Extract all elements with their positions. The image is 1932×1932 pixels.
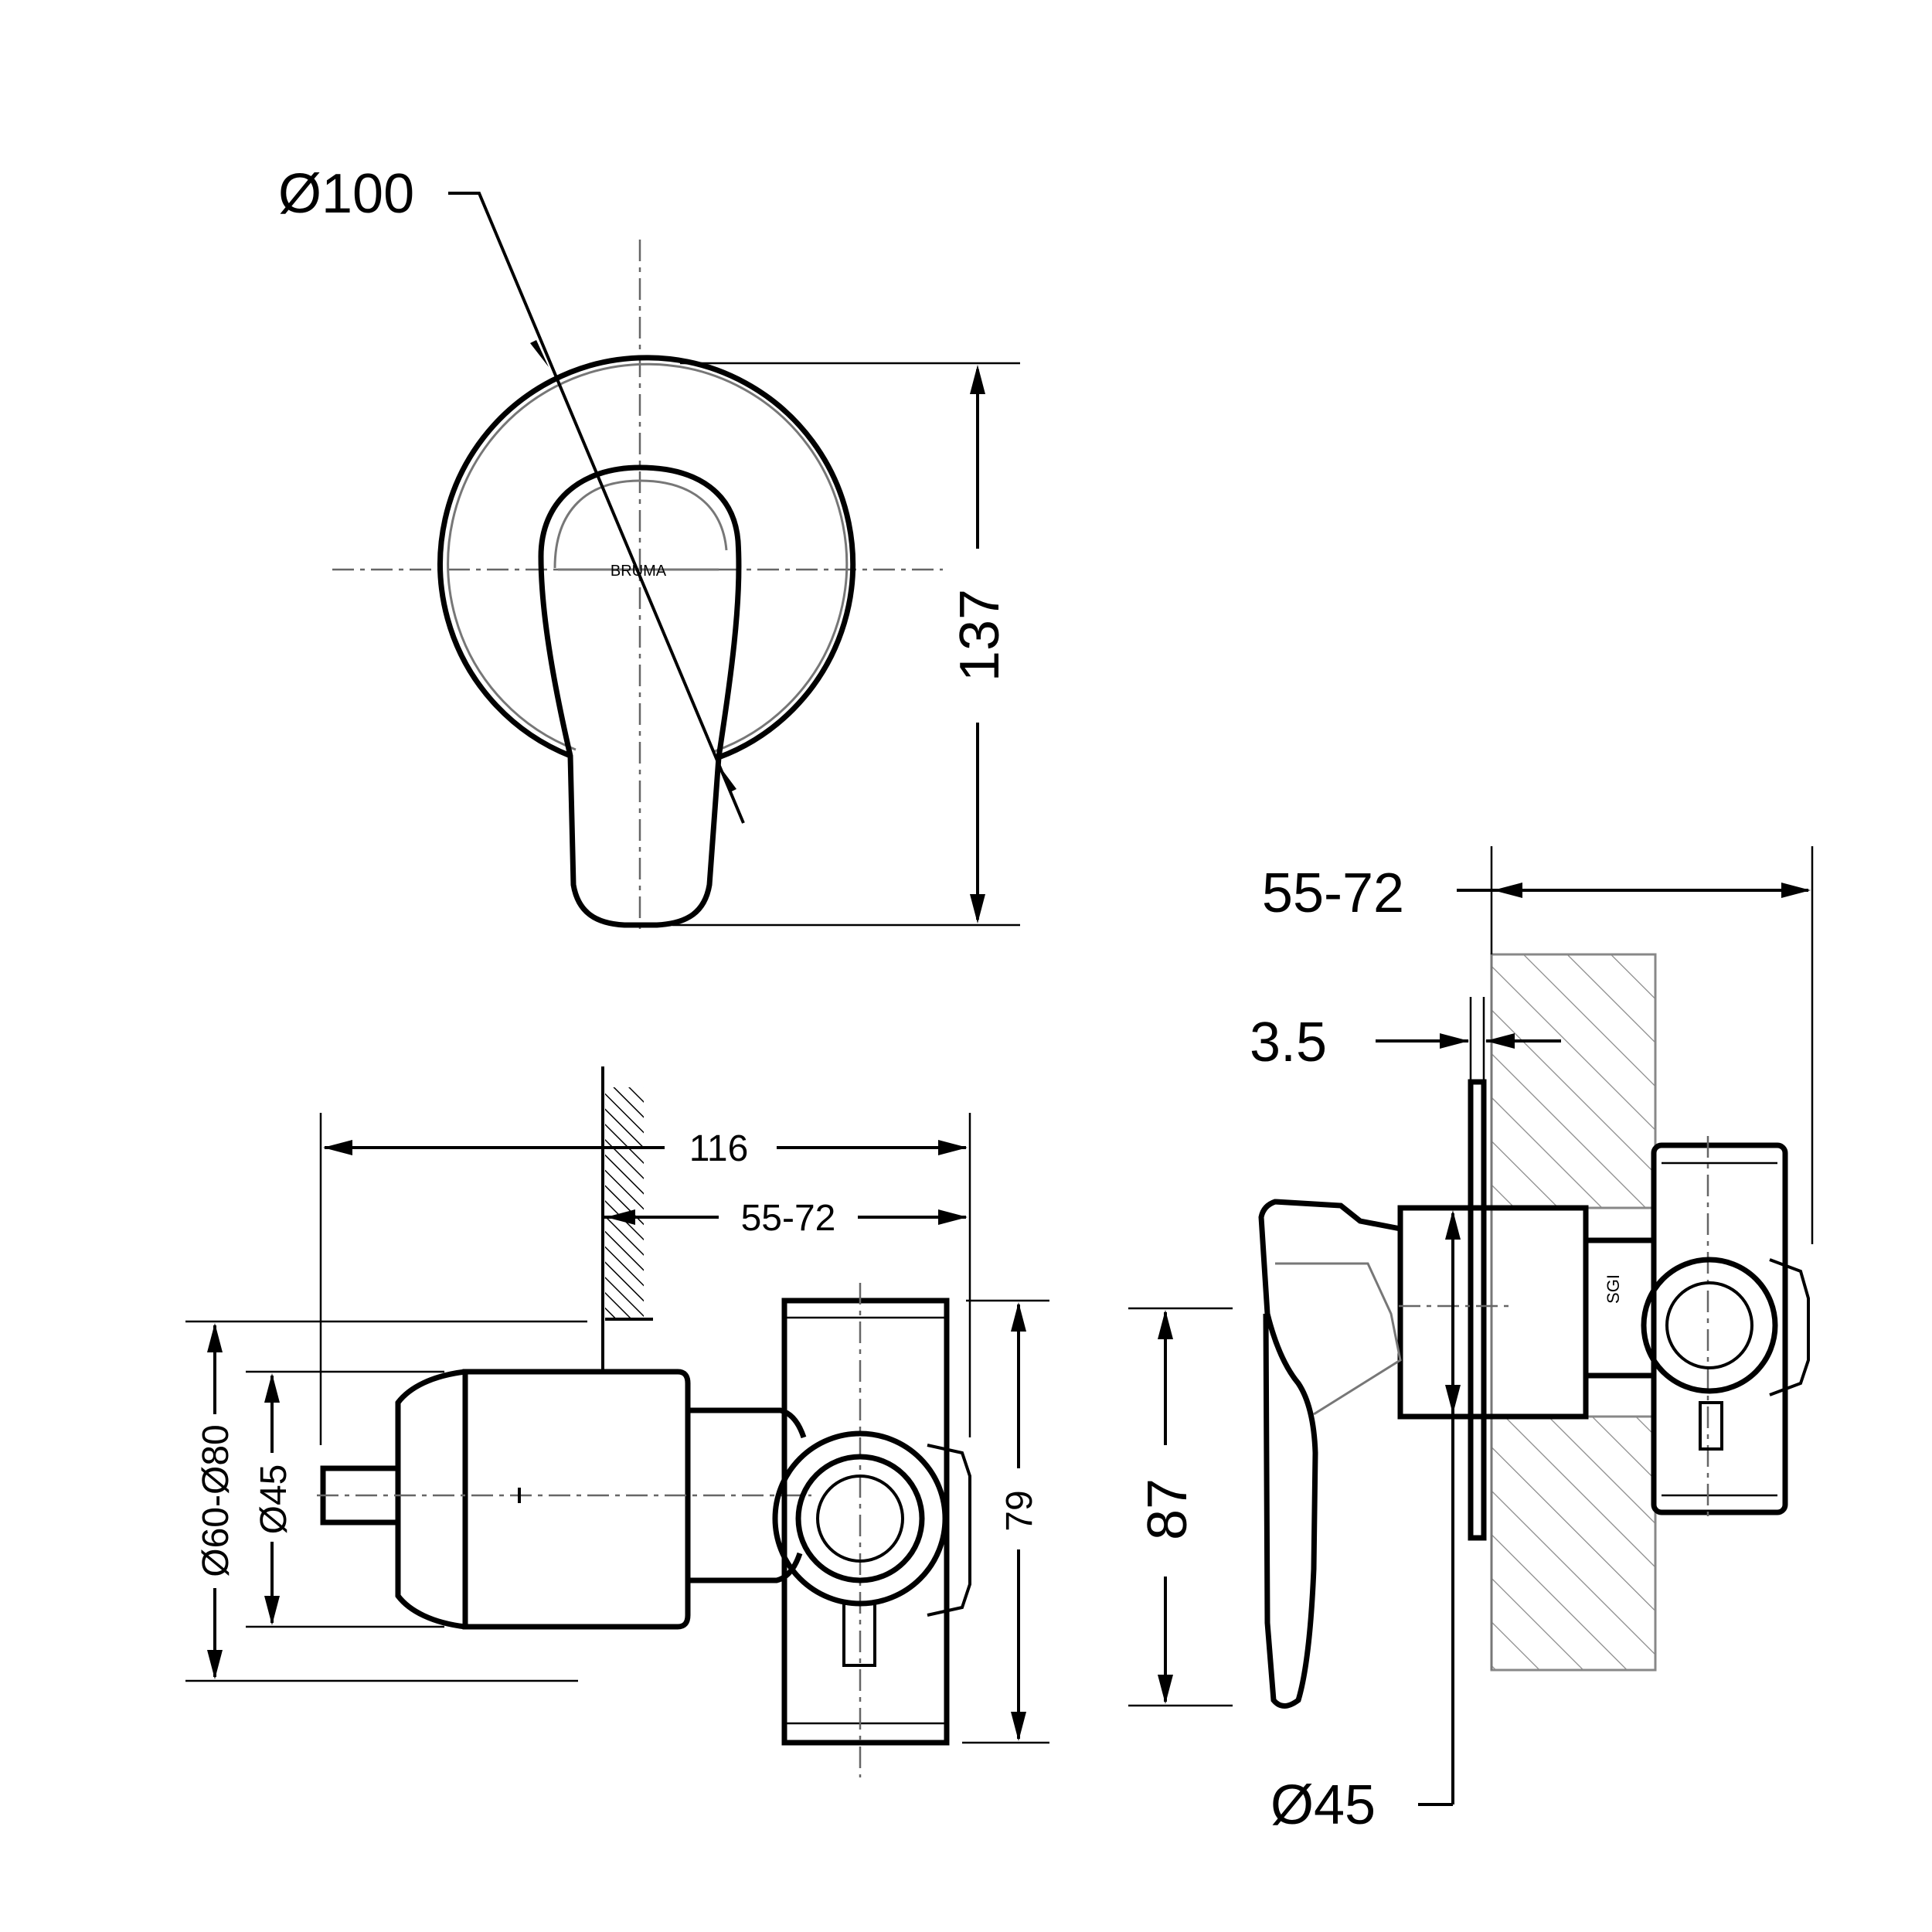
side-neck <box>688 1407 807 1583</box>
diameter-arrow-bottom <box>719 765 736 792</box>
section-plate-arrow-left <box>1440 1033 1469 1049</box>
side-inner-arrow-top <box>264 1373 280 1403</box>
section-outlet-outer <box>1641 1257 1778 1394</box>
side-outlet-inner <box>816 1475 904 1563</box>
side-79-arrow-bottom <box>1011 1712 1026 1741</box>
side-body-height-label: 79 <box>999 1490 1040 1531</box>
side-flange-range-label: Ø60-Ø80 <box>196 1424 236 1577</box>
section-sleeve-arrow-top <box>1445 1210 1461 1240</box>
height-arrow-top <box>970 365 985 394</box>
side-flange-inner-label: Ø45 <box>253 1464 294 1535</box>
side-outlet-nut <box>927 1444 971 1617</box>
section-body-mark: SGI <box>1604 1274 1623 1304</box>
section-escutcheon <box>1468 1079 1487 1541</box>
section-wall-range-label: 55-72 <box>1262 862 1404 924</box>
section-outlet-nut <box>1769 1258 1810 1396</box>
section-sleeve <box>1397 1205 1589 1420</box>
lever-handle <box>538 464 742 928</box>
side-wall-range-label: 55-72 <box>741 1198 836 1239</box>
section-wall-upper <box>1490 953 1657 1209</box>
side-flange-arrow-top <box>207 1323 223 1352</box>
front-height-label: 137 <box>949 589 1011 682</box>
diameter-leader <box>448 192 745 824</box>
side-cap <box>395 1369 466 1630</box>
section-sleeve-diameter-label: Ø45 <box>1270 1774 1376 1836</box>
side-5572-arrow-right <box>938 1209 968 1225</box>
section-handle <box>1258 1199 1401 1709</box>
section-outlet-plug <box>1699 1401 1723 1451</box>
side-outlet-middle <box>795 1454 925 1583</box>
section-valve-body <box>1651 1142 1788 1515</box>
section-plate-thickness-label: 3.5 <box>1250 1012 1327 1073</box>
front-diameter-label: Ø100 <box>278 163 414 225</box>
section-87-arrow-top <box>1158 1310 1173 1339</box>
section-handle-height-label: 87 <box>1137 1478 1199 1540</box>
section-outlet-inner <box>1665 1281 1753 1369</box>
diameter-arrow-top <box>530 340 549 367</box>
section-5572-arrow-right <box>1781 883 1811 898</box>
side-inner-arrow-bottom <box>264 1596 280 1625</box>
side-length-label: 116 <box>689 1128 749 1169</box>
section-sleeve-arrow-bottom <box>1445 1385 1461 1414</box>
escutcheon-plate <box>437 355 856 760</box>
side-flange-arrow-bottom <box>207 1650 223 1679</box>
section-5572-arrow-left <box>1493 883 1522 898</box>
section-handle-inner <box>1275 1262 1402 1416</box>
side-body-cylinder <box>462 1369 691 1630</box>
section-87-arrow-bottom <box>1158 1675 1173 1704</box>
lever-handle-inner-edge <box>553 479 728 569</box>
front-view: BRUMA Ø100 137 <box>278 163 1020 935</box>
side-view: 116 55-72 Ø60-Ø80 Ø45 79 <box>185 1066 1049 1777</box>
escutcheon-inner-edge <box>447 362 849 753</box>
side-5572-arrow-left <box>606 1209 635 1225</box>
section-wall-lower <box>1490 1415 1657 1672</box>
side-outlet-plug <box>842 1602 876 1667</box>
side-116-arrow-left <box>323 1140 352 1155</box>
section-plate-arrow-right <box>1485 1033 1515 1049</box>
side-wall-hatch <box>605 1087 644 1319</box>
height-arrow-bottom <box>970 894 985 923</box>
side-116-arrow-right <box>938 1140 968 1155</box>
section-view: SGI 55-72 3.5 87 Ø45 <box>1128 846 1814 1836</box>
side-valve-block <box>781 1298 950 1746</box>
side-79-arrow-top <box>1011 1302 1026 1332</box>
